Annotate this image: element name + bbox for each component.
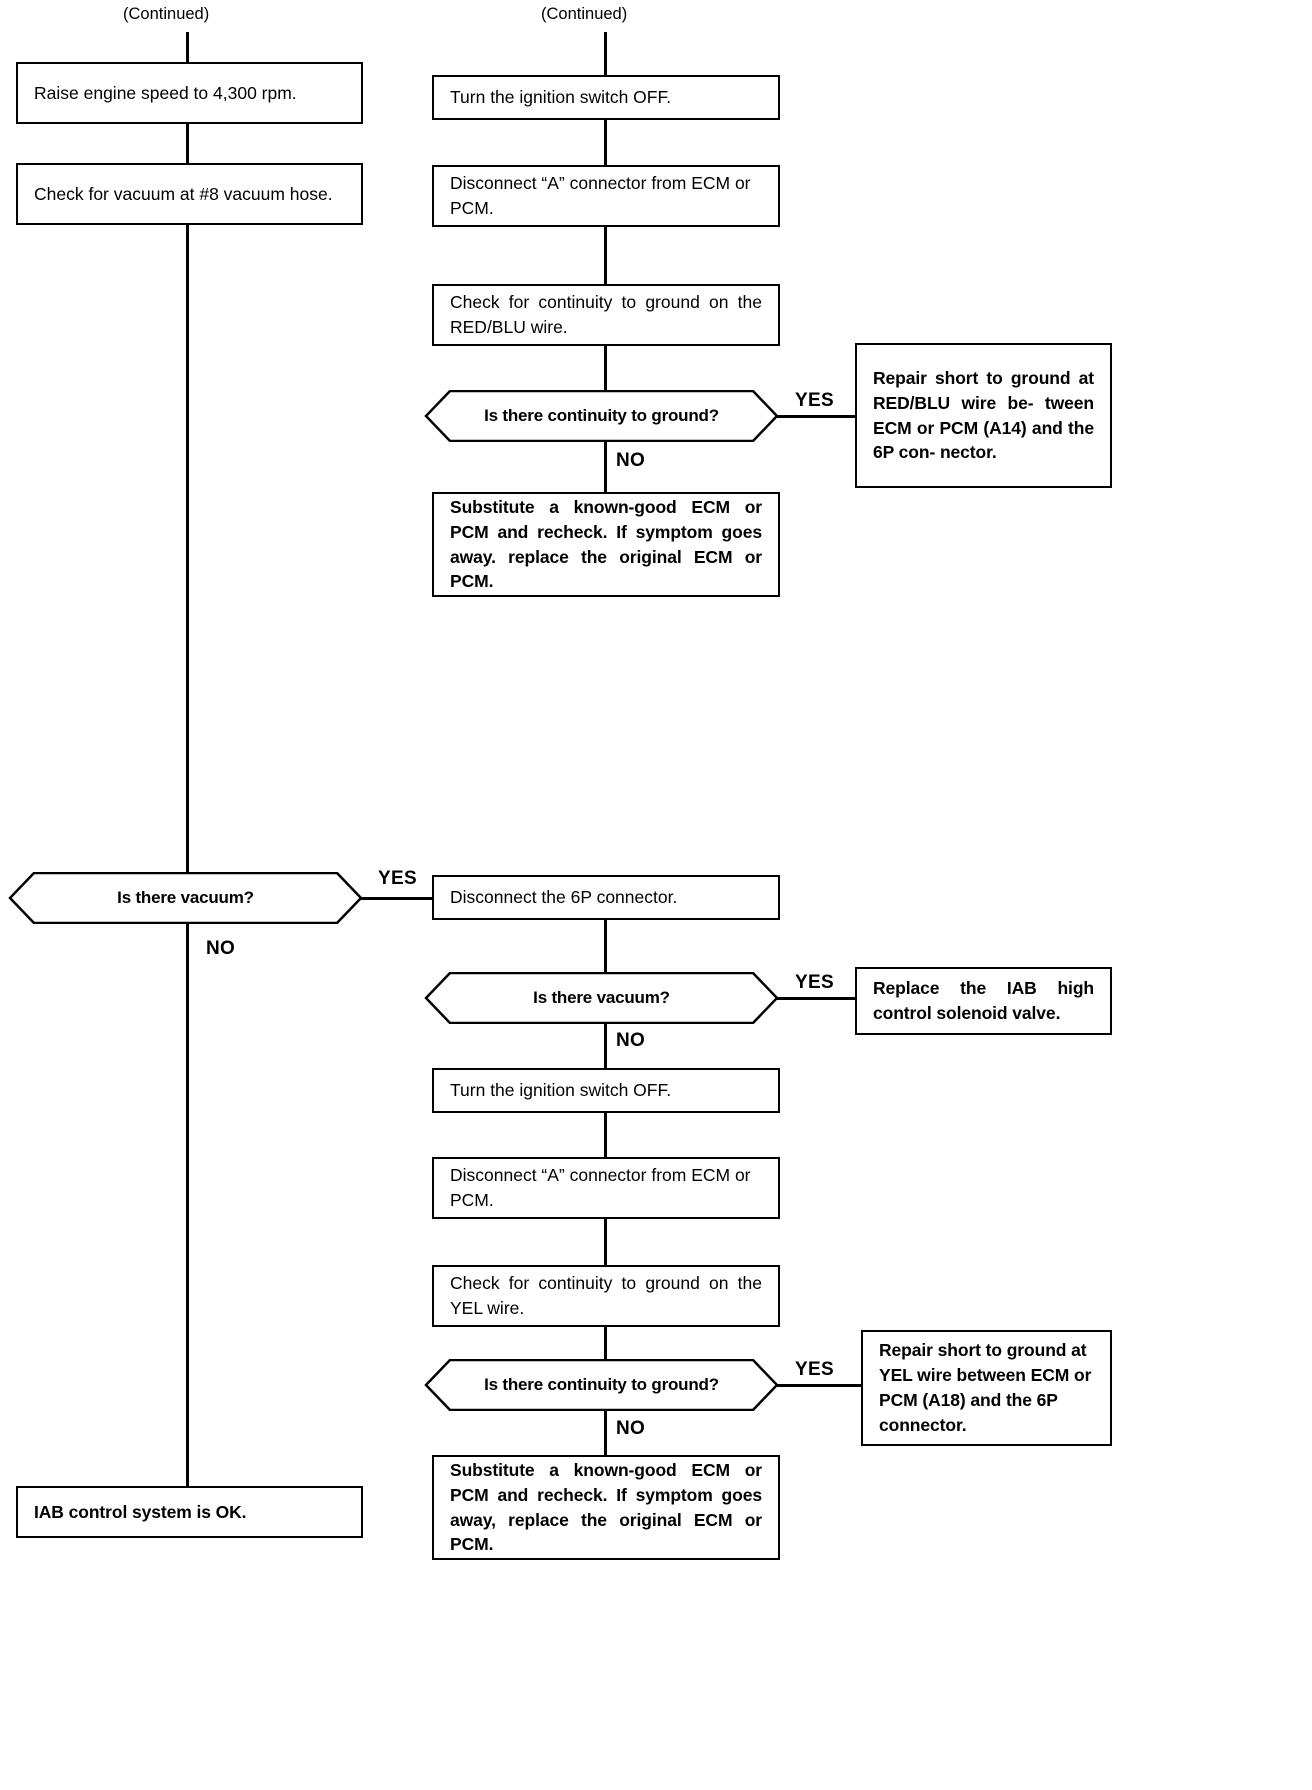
step-disconnect-6p-connector: Disconnect the 6P connector. (432, 875, 780, 920)
branch-vacuum-yes-line (361, 897, 433, 900)
result-iab-control-ok: IAB control system is OK. (16, 1486, 363, 1538)
decision-is-there-vacuum-2-text: Is there vacuum? (533, 988, 670, 1007)
step-turn-ignition-off-1-text: Turn the ignition switch OFF. (450, 87, 672, 108)
connector-ignition-2-to-disconnect-a-2 (604, 1113, 607, 1157)
connector-check-continuity-to-decision-1 (604, 346, 607, 390)
step-substitute-ecm-1: Substitute a known-good ECM or PCM and r… (432, 492, 780, 597)
connector-disconnect-a-2-to-check-continuity-2 (604, 1219, 607, 1265)
step-raise-engine-speed-text: Raise engine speed to 4,300 rpm. (34, 82, 297, 103)
repair-short-yel-text: Repair short to ground at YEL wire betwe… (879, 1340, 1092, 1435)
repair-short-redblu-text: Repair short to ground at RED/BLU wire b… (873, 367, 1094, 463)
decision-hexagon-shape (8, 872, 363, 924)
step-substitute-ecm-1-text: Substitute a known-good ECM or PCM and r… (450, 496, 762, 592)
decision-is-there-vacuum-text: Is there vacuum? (117, 888, 254, 907)
result-iab-control-ok-text: IAB control system is OK. (34, 1501, 247, 1522)
step-raise-engine-speed: Raise engine speed to 4,300 rpm. (16, 62, 363, 124)
branch-vacuum-no-label: NO (206, 938, 236, 959)
step-check-continuity-yel-text: Check for continuity to ground on the YE… (450, 1273, 762, 1318)
step-check-vacuum-hose: Check for vacuum at #8 vacuum hose. (16, 163, 363, 225)
repair-short-yel: Repair short to ground at YEL wire betwe… (861, 1330, 1112, 1446)
branch-vacuum-2-no-label: NO (616, 1030, 646, 1051)
step-check-continuity-redblu: Check for continuity to ground on the RE… (432, 284, 780, 346)
decision-continuity-ground-1-text: Is there continuity to ground? (484, 406, 719, 425)
connector-disconnect-a-to-check-continuity-1 (604, 227, 607, 284)
connector-right-continued-to-ignition (604, 32, 607, 75)
connector-raise-rpm-to-check-vacuum (186, 124, 189, 163)
branch-vacuum-2-no-line (604, 1022, 607, 1070)
branch-vacuum-2-yes-label: YES (795, 972, 834, 993)
continued-label-left: (Continued) (123, 5, 210, 23)
decision-continuity-ground-2: Is there continuity to ground? (424, 1359, 779, 1411)
connector-check-vacuum-to-decision (186, 225, 189, 872)
branch-continuity-1-no-line (604, 440, 607, 492)
step-disconnect-a-connector-2: Disconnect “A” connector from ECM or PCM… (432, 1157, 780, 1219)
connector-ignition-to-disconnect-a-1 (604, 120, 607, 165)
branch-continuity-2-yes-label: YES (795, 1359, 834, 1380)
step-disconnect-a-connector-2-text: Disconnect “A” connector from ECM or PCM… (450, 1165, 751, 1210)
replace-iab-solenoid-valve-text: Replace the IAB high control solenoid va… (873, 978, 1094, 1023)
connector-6p-to-decision-vacuum-2 (604, 920, 607, 972)
branch-vacuum-2-yes-line (777, 997, 857, 1000)
step-check-continuity-redblu-text: Check for continuity to ground on the RE… (450, 292, 762, 337)
branch-continuity-2-yes-line (777, 1384, 863, 1387)
step-disconnect-6p-connector-text: Disconnect the 6P connector. (450, 887, 678, 908)
branch-continuity-2-no-label: NO (616, 1418, 646, 1439)
branch-continuity-1-yes-line (777, 415, 857, 418)
replace-iab-solenoid-valve: Replace the IAB high control solenoid va… (855, 967, 1112, 1035)
step-disconnect-a-connector-1: Disconnect “A” connector from ECM or PCM… (432, 165, 780, 227)
step-disconnect-a-connector-1-text: Disconnect “A” connector from ECM or PCM… (450, 173, 751, 218)
continued-label-right: (Continued) (541, 5, 628, 23)
branch-continuity-1-no-label: NO (616, 450, 646, 471)
repair-short-redblu: Repair short to ground at RED/BLU wire b… (855, 343, 1112, 488)
decision-is-there-vacuum-2: Is there vacuum? (424, 972, 779, 1024)
step-turn-ignition-off-1: Turn the ignition switch OFF. (432, 75, 780, 120)
branch-vacuum-yes-label: YES (378, 868, 417, 889)
branch-continuity-1-yes-label: YES (795, 390, 834, 411)
decision-hexagon-shape (424, 390, 779, 442)
decision-hexagon-shape (424, 1359, 779, 1411)
branch-continuity-2-no-line (604, 1409, 607, 1457)
step-substitute-ecm-2: Substitute a known-good ECM or PCM and r… (432, 1455, 780, 1560)
connector-check-continuity-2-to-decision-2 (604, 1327, 607, 1359)
decision-is-there-vacuum: Is there vacuum? (8, 872, 363, 924)
step-turn-ignition-off-2: Turn the ignition switch OFF. (432, 1068, 780, 1113)
step-turn-ignition-off-2-text: Turn the ignition switch OFF. (450, 1080, 672, 1101)
step-check-vacuum-hose-text: Check for vacuum at #8 vacuum hose. (34, 183, 333, 204)
decision-continuity-ground-1: Is there continuity to ground? (424, 390, 779, 442)
decision-hexagon-shape (424, 972, 779, 1024)
connector-left-continued-to-raise-rpm (186, 32, 189, 62)
step-substitute-ecm-2-text: Substitute a known-good ECM or PCM and r… (450, 1459, 762, 1555)
branch-vacuum-no-line (186, 922, 189, 1486)
decision-continuity-ground-2-text: Is there continuity to ground? (484, 1375, 719, 1394)
step-check-continuity-yel: Check for continuity to ground on the YE… (432, 1265, 780, 1327)
